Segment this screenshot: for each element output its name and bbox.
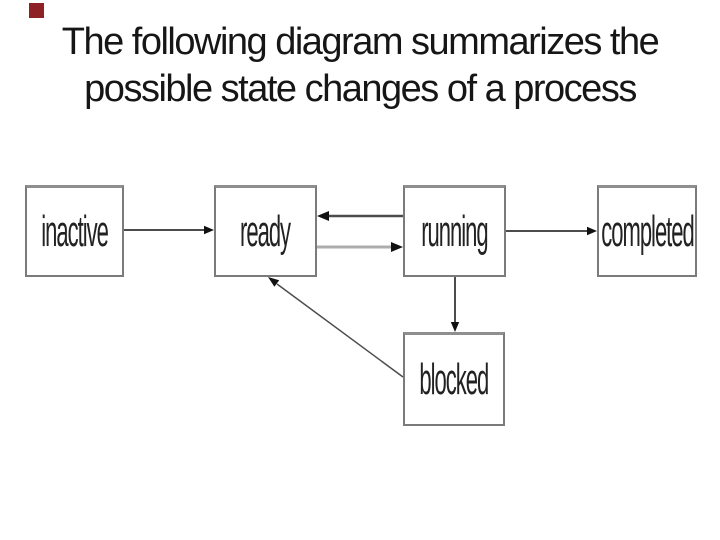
state-box-running: running [403, 185, 506, 277]
state-label-running: running [421, 206, 488, 256]
edge-ready-to-running [317, 242, 403, 252]
arrowhead-right-icon [204, 225, 214, 235]
edge-running-to-completed [506, 226, 597, 236]
arrowhead-right-icon [587, 226, 597, 236]
state-box-completed: completed [597, 185, 697, 277]
slide-title: The following diagram summarizes the pos… [0, 19, 720, 113]
arrowhead-left-icon [317, 211, 329, 221]
state-box-ready: ready [214, 185, 317, 277]
corner-marker [29, 3, 44, 18]
state-box-inactive: inactive [25, 185, 124, 277]
edge-running-to-ready [317, 211, 403, 221]
arrowhead-down-icon [450, 322, 460, 332]
arrowhead-up-left-icon [268, 277, 280, 287]
edge-running-to-blocked [450, 277, 460, 332]
state-label-completed: completed [600, 206, 695, 256]
edge-inactive-to-ready [124, 225, 214, 235]
slide-title-line1: The following diagram summarizes the [61, 21, 660, 63]
slide-title-line2: possible state changes of a process [84, 68, 637, 110]
state-label-ready: ready [240, 206, 291, 256]
state-label-blocked: blocked [419, 354, 490, 404]
state-label-inactive: inactive [41, 206, 109, 256]
arrowhead-right-icon [391, 242, 403, 252]
state-box-blocked: blocked [403, 332, 505, 426]
edge-blocked-to-ready [268, 277, 404, 378]
